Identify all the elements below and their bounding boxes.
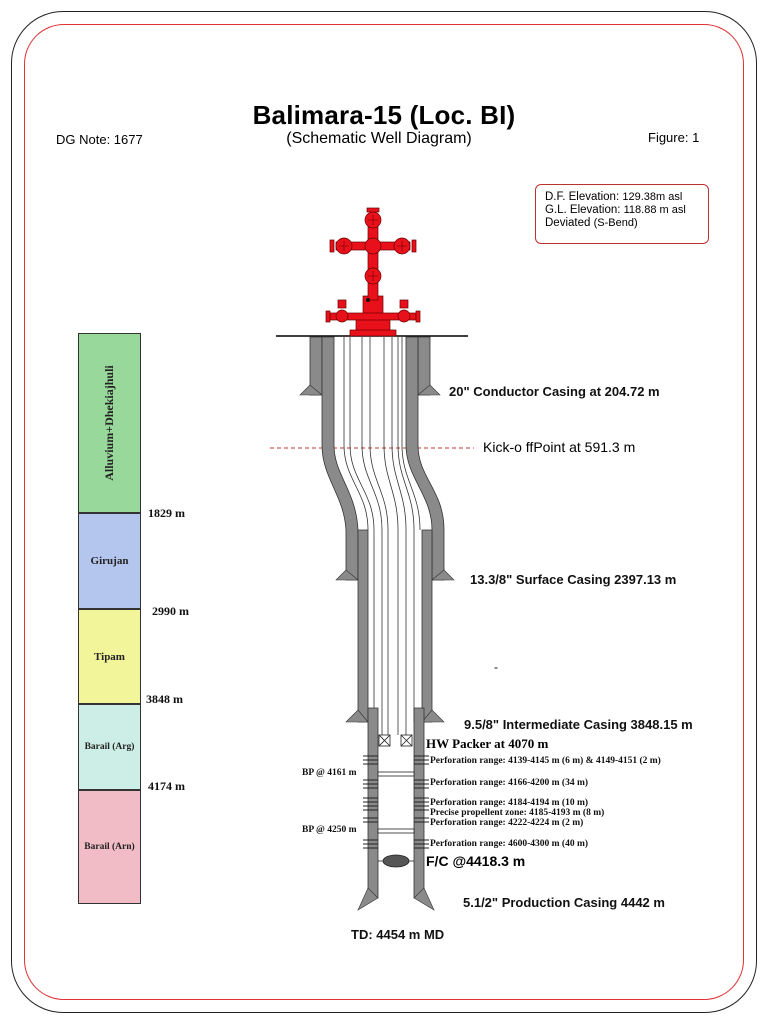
intermediate-casing-label: 9.5/8" Intermediate Casing 3848.15 m bbox=[464, 717, 693, 732]
gl-elevation: G.L. Elevation: 118.88 m asl bbox=[545, 204, 708, 217]
depth-label-1829: 1829 m bbox=[148, 506, 185, 520]
perforation-label-6: Perforation range: 4600-4300 m (40 m) bbox=[430, 839, 589, 849]
strat-alluvium: Alluvium+Dhekiajhuli bbox=[78, 333, 141, 513]
inner-string-1 bbox=[343, 337, 369, 531]
surface-casing-right bbox=[405, 336, 445, 581]
production-shoe-left bbox=[357, 887, 379, 911]
deviation-label: Deviated bbox=[545, 217, 594, 229]
perforation-label-3: Perforation range: 4184-4194 m (10 m) bbox=[430, 798, 589, 808]
perforation-marks bbox=[363, 755, 429, 849]
page-inner-frame bbox=[24, 24, 744, 1000]
strat-label-tipam: Tipam bbox=[94, 650, 125, 663]
inner-string-3 bbox=[361, 337, 383, 735]
page-outer-frame bbox=[11, 11, 757, 1013]
perforation-label-5: Perforation range: 4222-4224 m (2 m) bbox=[430, 818, 584, 828]
production-casing-right bbox=[413, 707, 425, 899]
dg-note: DG Note: 1677 bbox=[56, 132, 143, 147]
deviation-type: Deviated (S-Bend) bbox=[545, 217, 708, 230]
packer-label: HW Packer at 4070 m bbox=[426, 736, 549, 751]
diagram-subtitle: (Schematic Well Diagram) bbox=[286, 130, 472, 147]
intermediate-casing-left bbox=[357, 529, 369, 723]
strat-label-barail-arg: Barail (Arg) bbox=[84, 742, 135, 752]
elevation-info-box: D.F. Elevation: 129.38m asl G.L. Elevati… bbox=[535, 184, 709, 244]
conductor-shoe-left bbox=[299, 384, 323, 396]
strat-tipam: Tipam bbox=[78, 609, 141, 704]
depth-label-2990: 2990 m bbox=[152, 604, 189, 618]
strat-barail-arg: Barail (Arg) bbox=[78, 704, 141, 790]
production-casing-label: 5.1/2" Production Casing 4442 m bbox=[463, 895, 665, 910]
df-elevation: D.F. Elevation: 129.38m asl bbox=[545, 191, 708, 204]
kickoff-point-label: Kick-o ffPoint at 591.3 m bbox=[483, 439, 636, 455]
df-elevation-label: D.F. Elevation: bbox=[545, 191, 623, 203]
surface-shoe-right bbox=[431, 569, 455, 581]
diagram-title: Balimara-15 (Loc. BI) bbox=[252, 100, 516, 130]
perforation-label-1: Perforation range: 4139-4145 m (6 m) & 4… bbox=[430, 756, 661, 766]
bridge-plug-2 bbox=[377, 828, 415, 834]
inner-string-4 bbox=[369, 337, 389, 735]
surface-shoe-left bbox=[335, 569, 359, 581]
inner-string-8 bbox=[401, 337, 421, 531]
surface-casing-left bbox=[321, 336, 359, 581]
float-collar-label: F/C @4418.3 m bbox=[426, 853, 526, 869]
gl-elevation-label: G.L. Elevation: bbox=[545, 204, 624, 216]
inner-string-6 bbox=[391, 337, 407, 735]
strat-label-barail-arn: Barail (Arn) bbox=[84, 842, 135, 852]
dash-mark: - bbox=[494, 660, 498, 674]
bridge-plug-1 bbox=[377, 771, 415, 777]
inner-string-7 bbox=[397, 337, 415, 722]
total-depth-label: TD: 4454 m MD bbox=[351, 927, 445, 942]
df-elevation-value: 129.38m asl bbox=[622, 191, 683, 203]
deviation-value: (S-Bend) bbox=[593, 217, 638, 229]
perforation-label-2: Perforation range: 4166-4200 m (34 m) bbox=[430, 778, 589, 788]
production-casing-left bbox=[367, 707, 379, 899]
figure-number: Figure: 1 bbox=[648, 130, 700, 145]
bridge-plug-label-2: BP @ 4250 m bbox=[302, 825, 357, 835]
conductor-shoe-right bbox=[417, 384, 441, 396]
surface-casing-label: 13.3/8" Surface Casing 2397.13 m bbox=[470, 572, 677, 587]
strat-barail-arn: Barail (Arn) bbox=[78, 790, 141, 904]
depth-label-3848: 3848 m bbox=[146, 692, 183, 706]
intermediate-shoe-left bbox=[345, 709, 369, 723]
float-collar bbox=[382, 854, 410, 868]
conductor-casing-label: 20" Conductor Casing at 204.72 m bbox=[449, 384, 660, 399]
strat-label-girujan: Girujan bbox=[90, 555, 129, 567]
production-shoe-right bbox=[413, 887, 435, 911]
gl-elevation-value: 118.88 m asl bbox=[623, 204, 686, 216]
bridge-plug-label-1: BP @ 4161 m bbox=[302, 768, 357, 778]
intermediate-shoe-right bbox=[421, 709, 445, 723]
depth-label-4174: 4174 m bbox=[148, 779, 185, 793]
inner-string-2 bbox=[349, 337, 375, 722]
perforation-label-4: Precise propellent zone: 4185-4193 m (8 … bbox=[430, 808, 605, 818]
strat-girujan: Girujan bbox=[78, 513, 141, 609]
intermediate-casing-right bbox=[421, 529, 433, 723]
inner-string-5 bbox=[383, 337, 399, 735]
